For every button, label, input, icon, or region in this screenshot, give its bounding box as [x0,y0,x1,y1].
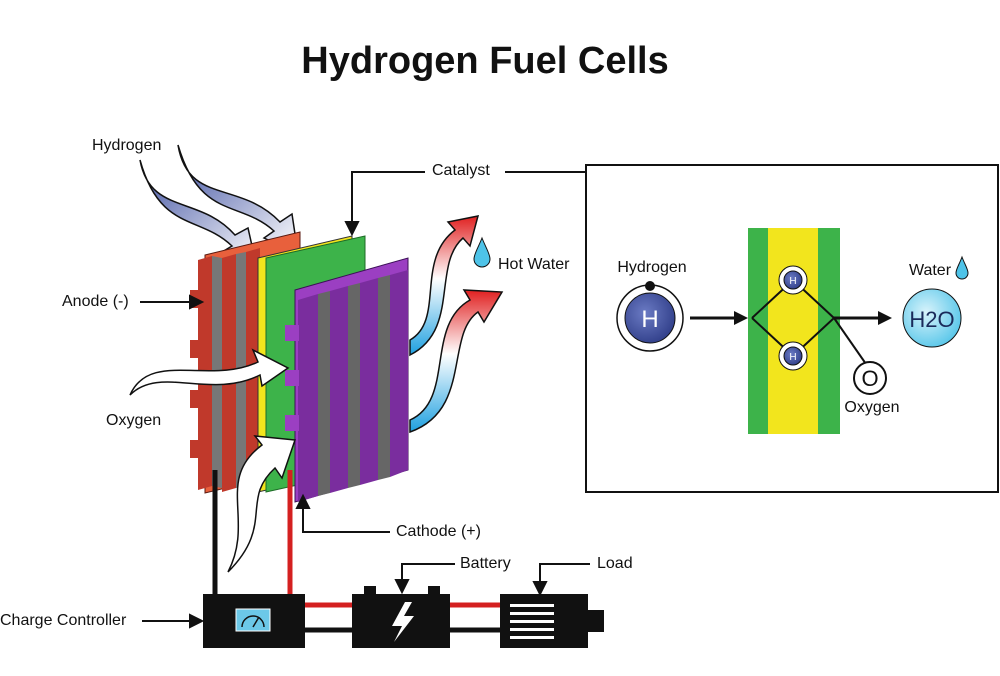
oxygen-atom-symbol: O [861,366,878,391]
lightning-bolt-icon [392,602,414,642]
anode-label: Anode (-) [62,293,129,310]
battery-box [352,586,450,648]
oxygen-label: Oxygen [106,412,162,429]
hot-water-arrow-1 [409,215,480,357]
proton-symbol-bottom: H [789,352,796,363]
oxygen-arrow-1 [129,348,290,396]
detail-oxygen-label: Oxygen [844,399,899,416]
water-formula: H2O [909,307,954,332]
diagram-title: Hydrogen Fuel Cells [301,40,669,82]
battery-label: Battery [460,555,511,572]
water-droplet-icon [955,255,969,280]
hydrogen-atom-symbol: H [641,306,658,333]
oxygen-atom-icon [853,361,887,395]
reaction-detail-panel: H H H O H2O Hydrogen Water Oxygen [585,164,999,493]
load-motor-box [500,594,604,648]
charge-controller-label: Charge Controller [0,612,127,629]
detail-catalyst-yellow [768,228,818,434]
hot-water-arrow-2 [409,289,504,434]
label-leaders [140,171,590,629]
oxygen-arrow-2 [227,435,297,573]
catalyst-label: Catalyst [432,162,490,179]
circuit-wires [212,470,500,633]
hydrogen-atom-icon [624,292,676,344]
charge-controller-box [203,594,305,648]
cathode-label: Cathode (+) [396,523,481,540]
hot-water-outflow-arrows [409,215,504,434]
hydrogen-label: Hydrogen [92,137,162,154]
load-label: Load [597,555,633,572]
gauge-icon [241,615,265,628]
detail-water-label: Water [909,262,952,279]
oxygen-inflow-arrows [129,348,297,573]
proton-icon-top [783,270,803,290]
proton-icon-bottom [783,346,803,366]
cathode-plate [285,257,409,503]
detail-hydrogen-label: Hydrogen [617,259,686,276]
water-molecule-icon [902,288,962,348]
hot-water-label: Hot Water [498,256,570,273]
proton-symbol-top: H [789,276,796,287]
hot-water-droplet-icon [473,236,491,268]
